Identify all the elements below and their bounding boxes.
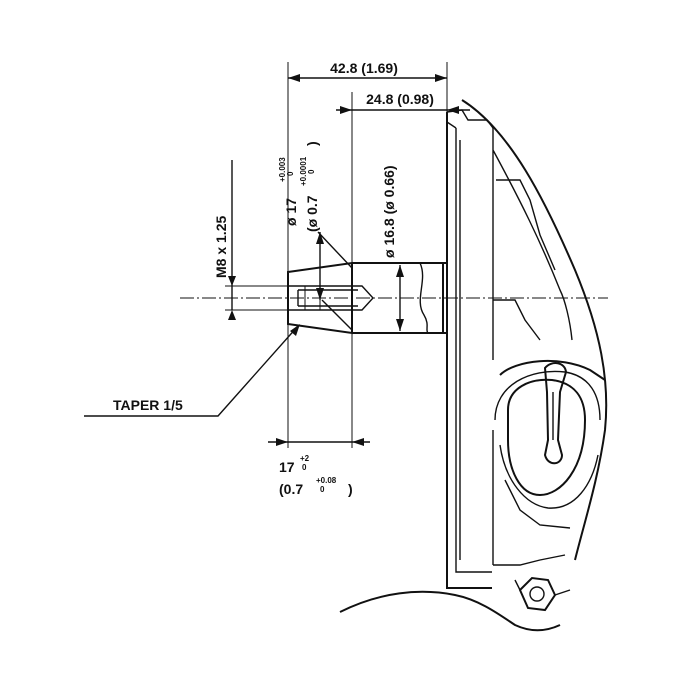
base-curve xyxy=(339,590,561,632)
thread-spec-label: M8 x 1.25 xyxy=(213,216,229,278)
svg-text:ø 17: ø 17 xyxy=(283,198,299,226)
taper-ratio-label: TAPER 1/5 xyxy=(113,397,183,413)
engine-housing xyxy=(339,99,608,632)
svg-text:0: 0 xyxy=(320,485,325,494)
svg-text:(0.7: (0.7 xyxy=(279,481,303,497)
shaft-length-label: 24.8 (0.98) xyxy=(366,91,434,107)
svg-text:): ) xyxy=(304,141,320,146)
overall-length-label: 42.8 (1.69) xyxy=(330,60,398,76)
oil-filler-dome xyxy=(499,360,606,381)
shaft-diameter-label: ø 16.8 (ø 0.66) xyxy=(381,165,397,258)
svg-text:): ) xyxy=(348,481,353,497)
flange-face xyxy=(446,112,492,589)
taper-leader-line xyxy=(84,325,299,417)
threaded-hole xyxy=(288,285,374,311)
svg-text:+0.08: +0.08 xyxy=(316,476,337,485)
crankcase-inner-contour xyxy=(492,128,573,360)
taper-length-label: 17 +2 0 (0.7 +0.08 0 ) xyxy=(279,454,353,497)
bolt-head xyxy=(518,576,557,612)
svg-text:0: 0 xyxy=(286,171,295,176)
svg-text:+2: +2 xyxy=(300,454,310,463)
svg-text:0: 0 xyxy=(307,169,316,174)
svg-text:17: 17 xyxy=(279,459,295,475)
svg-text:+0.003: +0.003 xyxy=(278,157,287,182)
flange-inner-edge xyxy=(455,128,492,573)
svg-text:0: 0 xyxy=(302,463,307,472)
filler-cap-handle xyxy=(543,362,568,465)
dimensions: 42.8 (1.69) 24.8 (0.98) M8 x 1.25 ø 17 +… xyxy=(84,60,470,497)
crankcase-outline xyxy=(461,99,608,561)
svg-text:+0.0001: +0.0001 xyxy=(299,156,308,186)
svg-text:(ø 0.7: (ø 0.7 xyxy=(304,195,320,232)
taper-diameter-label: ø 17 +0.003 0 (ø 0.7 +0.0001 0 ) xyxy=(278,141,320,232)
